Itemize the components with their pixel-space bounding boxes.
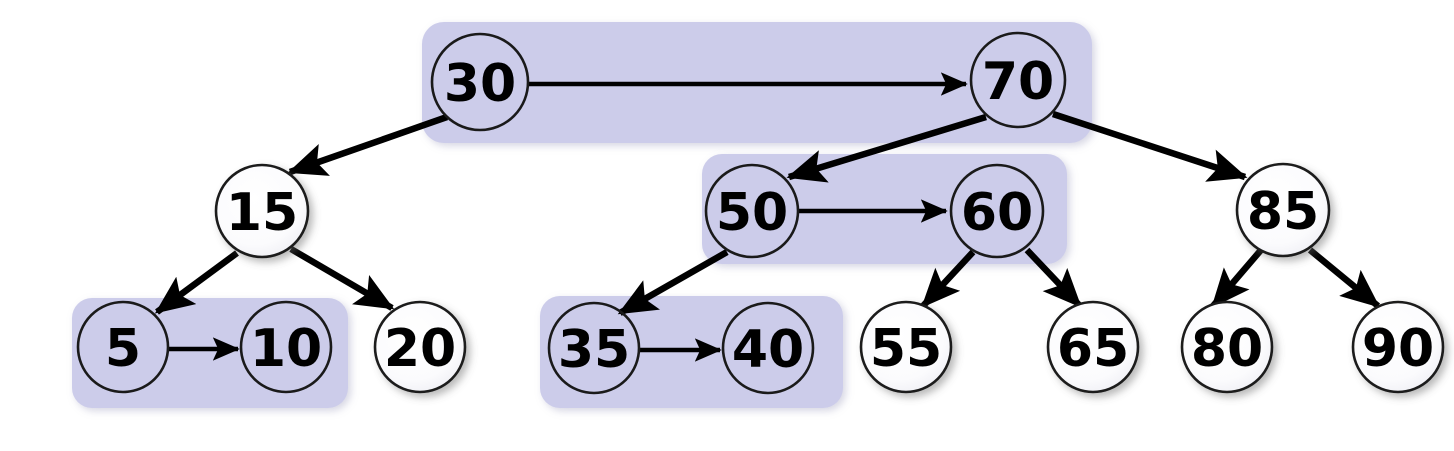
node-circle bbox=[239, 300, 333, 394]
node-circle bbox=[76, 300, 170, 394]
tree-edge bbox=[920, 249, 976, 309]
node-circle bbox=[969, 31, 1067, 129]
tree-node[interactable]: 90 bbox=[1351, 300, 1445, 394]
node-label: 60 bbox=[961, 183, 1033, 243]
highlight-group bbox=[72, 298, 348, 408]
tree-node[interactable]: 80 bbox=[1180, 300, 1274, 394]
tree-edge bbox=[287, 113, 449, 176]
node-label: 50 bbox=[716, 183, 788, 243]
node-circle bbox=[547, 301, 641, 395]
node-label: 65 bbox=[1057, 319, 1129, 379]
node-label: 30 bbox=[444, 54, 516, 114]
node-label: 20 bbox=[384, 319, 456, 379]
node-label: 80 bbox=[1191, 319, 1263, 379]
node-label: 70 bbox=[982, 52, 1054, 112]
node-label: 85 bbox=[1247, 182, 1319, 242]
node-circle bbox=[214, 163, 310, 259]
tree-node[interactable]: 60 bbox=[949, 163, 1045, 259]
tree-node[interactable]: 40 bbox=[721, 301, 815, 395]
tree-node[interactable]: 10 bbox=[239, 300, 333, 394]
node-circle bbox=[1351, 300, 1445, 394]
tree-node[interactable]: 35 bbox=[547, 301, 641, 395]
node-label: 10 bbox=[250, 319, 322, 379]
edges-layer bbox=[154, 72, 1381, 362]
node-circle bbox=[373, 300, 467, 394]
tree-edge bbox=[1051, 110, 1248, 182]
tree-node[interactable]: 65 bbox=[1046, 300, 1140, 394]
nodes-layer: 30 70 15 50 60 85 5 10 20 35 40 55 65 80 90 bbox=[76, 31, 1445, 395]
node-label: 35 bbox=[558, 320, 630, 380]
tree-node[interactable]: 55 bbox=[859, 300, 953, 394]
tree-edge bbox=[289, 246, 395, 311]
tree-node[interactable]: 5 bbox=[76, 300, 170, 394]
tree-node[interactable]: 30 bbox=[430, 32, 530, 132]
tree-edge bbox=[1024, 247, 1083, 309]
node-circle bbox=[1046, 300, 1140, 394]
node-label: 5 bbox=[105, 319, 141, 379]
node-circle bbox=[704, 163, 800, 259]
tree-edge bbox=[786, 113, 987, 183]
node-circle bbox=[430, 32, 530, 132]
tree-edge bbox=[1210, 247, 1264, 309]
tree-edge bbox=[617, 249, 729, 316]
node-circle bbox=[949, 163, 1045, 259]
node-label: 15 bbox=[226, 183, 298, 243]
node-circle bbox=[859, 300, 953, 394]
node-circle bbox=[721, 301, 815, 395]
node-label: 55 bbox=[870, 319, 942, 379]
node-label: 40 bbox=[732, 320, 804, 380]
node-circle bbox=[1235, 162, 1331, 258]
node-circle bbox=[1180, 300, 1274, 394]
tree-node[interactable]: 50 bbox=[704, 163, 800, 259]
tree-node[interactable]: 20 bbox=[373, 300, 467, 394]
tree-edge bbox=[154, 250, 239, 315]
tree-node[interactable]: 85 bbox=[1235, 162, 1331, 258]
tree-node[interactable]: 15 bbox=[214, 163, 310, 259]
tree-edge bbox=[1307, 247, 1381, 309]
tree-node[interactable]: 70 bbox=[969, 31, 1067, 129]
node-label: 90 bbox=[1362, 319, 1434, 379]
